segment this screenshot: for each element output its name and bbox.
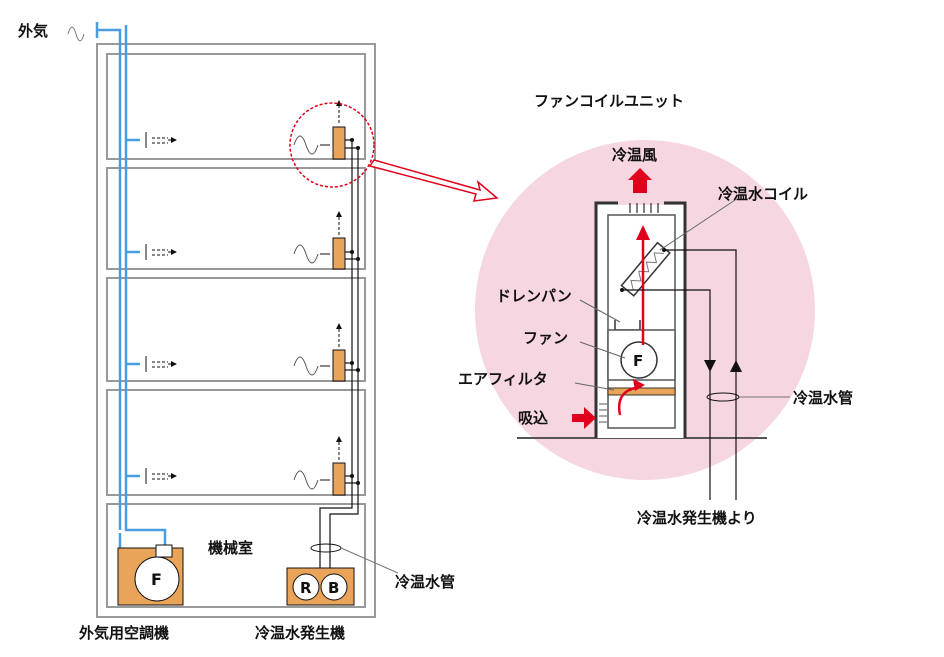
outside-air-label: 外気 [17,22,48,40]
fcu-fan-letter: F [633,352,643,370]
outside-air-duct [98,25,167,548]
generator-label: 冷温水発生機 [255,624,345,642]
right-water-pipes [622,249,737,500]
filter-drawing [607,387,676,396]
airflow-arrows [572,168,652,429]
floor-3 [106,277,366,382]
right-pipe-label: 冷温水管 [793,389,853,407]
fan-label: ファン [523,329,568,347]
cold-hot-air-label: 冷温風 [612,146,657,164]
fcu-detail [594,201,687,438]
left-pipe-label: 冷温水管 [395,573,455,591]
drain-pan-label: ドレンパン [496,287,572,305]
pipe-junction-dots [350,138,360,485]
leader-lines [574,199,736,391]
left-pipe-leader [340,547,399,574]
from-generator-label: 冷温水発生機より [637,509,757,527]
fcu-floor-4 [293,211,346,270]
air-filter-label: エアフィルタ [458,370,548,388]
ac-fan-letter: F [151,570,162,589]
generator-r-letter: R [300,579,312,597]
machine-room-floor [106,503,366,608]
outdoor-ac-unit [117,544,184,606]
fcu-floor-2 [293,436,346,496]
coil-label: 冷温水コイル [718,185,808,203]
floor-2 [106,389,366,496]
zoom-source-circle [289,102,375,188]
outlet-arrow [628,168,652,193]
building [96,43,376,618]
water-generator-unit [286,567,355,606]
fcu-floor-3 [293,323,346,382]
machine-room-label: 機械室 [208,539,253,557]
outside-air-wave [67,26,85,42]
floor-5 [106,53,366,160]
zoom-arrow [368,159,499,202]
floor-4 [106,167,366,270]
up-arrow [730,360,742,372]
outdoor-ac-label: 外気用空調機 [78,624,169,642]
generator-b-letter: B [328,579,339,597]
outdoor-air-outlets [145,132,177,484]
fcu-title: ファンコイルユニット [534,92,684,110]
intake-arrow [572,407,596,429]
down-arrow [704,360,716,372]
intake-label: 吸込 [518,409,548,427]
